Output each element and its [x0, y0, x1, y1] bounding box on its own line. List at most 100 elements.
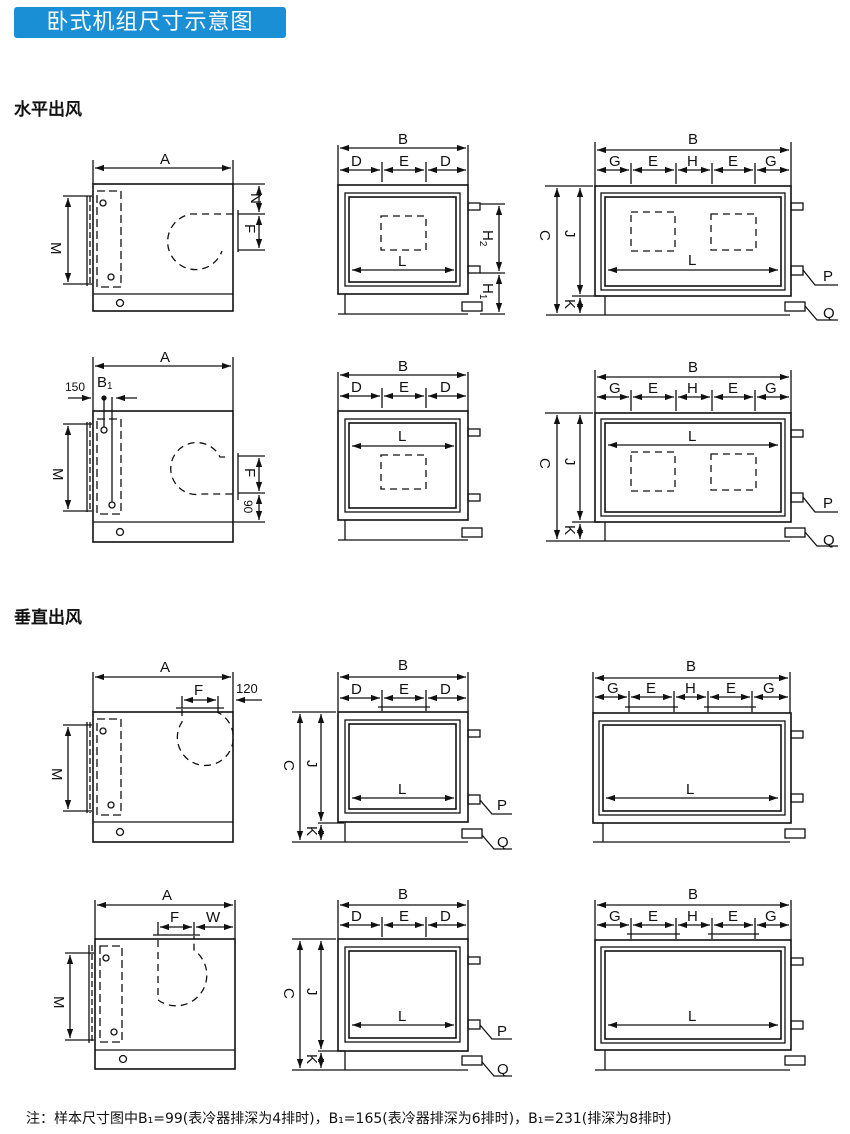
label-k: K: [303, 826, 320, 836]
label-q: Q: [497, 1061, 509, 1078]
label-l: L: [398, 253, 406, 270]
label-p: P: [497, 1023, 507, 1040]
label-e: E: [728, 153, 738, 170]
label-e: E: [726, 680, 736, 697]
label-b: B: [398, 886, 408, 903]
label-d: D: [351, 908, 362, 925]
label-l: L: [398, 428, 406, 445]
label-b: B: [398, 358, 408, 375]
label-q: Q: [497, 834, 509, 851]
label-e: E: [648, 908, 658, 925]
front-view-single-2: [337, 371, 483, 541]
label-l: L: [686, 781, 694, 798]
label-p: P: [823, 495, 833, 512]
label-h: H: [687, 380, 698, 397]
label-e: E: [648, 153, 658, 170]
label-g: G: [609, 153, 621, 170]
label-a: A: [162, 887, 172, 904]
label-b: B: [688, 886, 698, 903]
label-k: K: [561, 525, 578, 535]
label-k: K: [561, 299, 578, 309]
side-view-horizontal-2: [63, 357, 265, 543]
label-d: D: [351, 681, 362, 698]
label-m: M: [49, 468, 66, 481]
label-e: E: [399, 908, 409, 925]
label-d: D: [440, 153, 451, 170]
front-view-single-3: [292, 672, 512, 850]
side-view-vertical-1: [63, 672, 262, 843]
label-g: G: [765, 380, 777, 397]
label-j: J: [303, 988, 320, 996]
label-h: H: [685, 680, 696, 697]
front-view-double-3: [592, 672, 806, 843]
label-p: P: [497, 797, 507, 814]
label-j: J: [303, 760, 320, 768]
label-a: A: [160, 151, 170, 168]
label-120: 120: [236, 681, 258, 696]
label-d: D: [440, 908, 451, 925]
label-d: D: [440, 379, 451, 396]
label-150: 150: [65, 380, 85, 394]
label-e: E: [399, 379, 409, 396]
label-g: G: [609, 908, 621, 925]
label-l: L: [398, 781, 406, 798]
label-f: F: [241, 468, 258, 477]
label-n: N: [247, 193, 264, 204]
label-d: D: [440, 681, 451, 698]
label-k: K: [303, 1054, 320, 1064]
label-h2: H2: [477, 230, 496, 247]
label-e: E: [399, 681, 409, 698]
label-q: Q: [823, 305, 835, 322]
label-h: H: [687, 153, 698, 170]
label-h: H: [687, 908, 698, 925]
label-e: E: [646, 680, 656, 697]
label-h1: H1: [477, 283, 496, 300]
label-c: C: [536, 230, 553, 241]
section-title-vertical: 垂直出风: [14, 608, 82, 628]
label-b1: B1: [97, 374, 113, 392]
label-p: P: [823, 268, 833, 285]
label-d: D: [351, 379, 362, 396]
label-c: C: [536, 458, 553, 469]
label-b: B: [688, 359, 698, 376]
front-view-double-4: [594, 900, 806, 1071]
label-l: L: [688, 1008, 696, 1025]
label-m: M: [50, 996, 67, 1009]
label-l: L: [688, 428, 696, 445]
label-b: B: [398, 131, 408, 148]
label-c: C: [280, 760, 297, 771]
label-f: F: [194, 682, 203, 699]
label-g: G: [609, 380, 621, 397]
label-q: Q: [823, 532, 835, 549]
label-b: B: [398, 657, 408, 674]
page-title-banner: 卧式机组尺寸示意图: [14, 7, 286, 38]
label-g: G: [763, 680, 775, 697]
label-m: M: [47, 242, 64, 255]
front-view-single-4: [292, 900, 512, 1077]
side-view-vertical-2: [65, 900, 236, 1070]
label-e: E: [648, 380, 658, 397]
label-e: E: [728, 908, 738, 925]
label-d: D: [351, 153, 362, 170]
label-m: M: [48, 768, 65, 781]
label-j: J: [561, 458, 578, 466]
label-e: E: [399, 153, 409, 170]
front-view-single-1: [337, 144, 505, 315]
label-g: G: [607, 680, 619, 697]
label-c: C: [280, 988, 297, 999]
label-90: 90: [241, 500, 255, 514]
side-view-horizontal-1: [63, 160, 265, 312]
label-w: W: [206, 909, 221, 926]
label-f: F: [241, 224, 258, 233]
front-view-double-1: [545, 142, 838, 321]
label-b: B: [688, 131, 698, 148]
label-l: L: [688, 252, 696, 269]
section-title-horizontal: 水平出风: [14, 100, 82, 120]
footnote: 注：样本尺寸图中B₁=99(表冷器排深为4排时)，B₁=165(表冷器排深为6排…: [26, 1111, 672, 1127]
label-j: J: [561, 230, 578, 238]
front-view-double-2: [545, 370, 838, 547]
label-a: A: [160, 349, 170, 366]
label-g: G: [765, 908, 777, 925]
label-g: G: [765, 153, 777, 170]
